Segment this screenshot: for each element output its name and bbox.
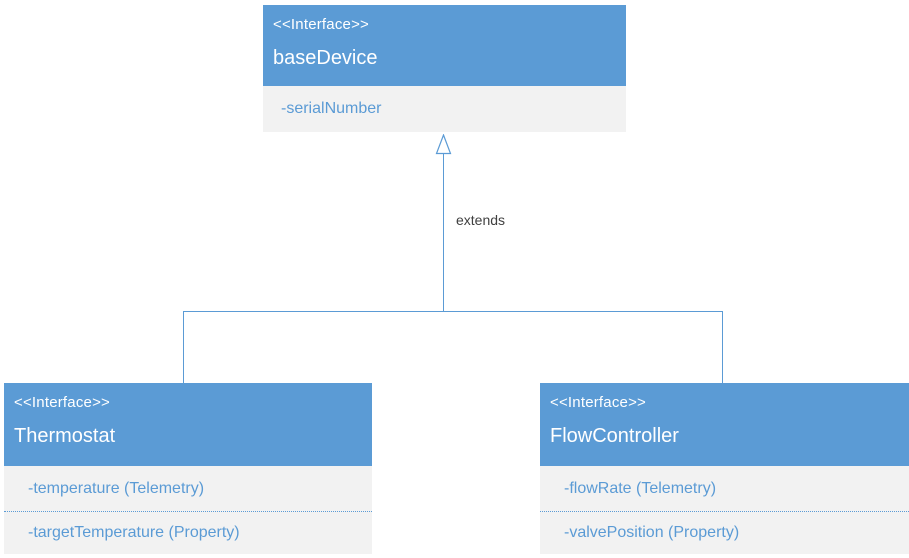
node-title: baseDevice [273,47,378,69]
inheritance-arrow-icon [435,134,452,155]
node-thermostat-header: <<Interface>> Thermostat [4,383,372,466]
node-base-device-body: -serialNumber [263,86,626,132]
connector-left-drop [183,311,184,383]
node-thermostat-body: -temperature (Telemetry) -targetTemperat… [4,466,372,554]
node-title: Thermostat [14,425,116,447]
stereotype-label: <<Interface>> [14,394,111,411]
node-title: FlowController [550,425,679,447]
attribute-serial-number: -serialNumber [281,100,382,117]
node-flow-controller-body: -flowRate (Telemetry) -valvePosition (Pr… [540,466,909,554]
connector-branch [183,311,723,312]
node-base-device[interactable]: <<Interface>> baseDevice -serialNumber [263,5,626,132]
attribute-target-temperature: -targetTemperature (Property) [28,524,240,541]
node-flow-controller-header: <<Interface>> FlowController [540,383,909,466]
attribute-valve-position: -valvePosition (Property) [564,524,740,541]
node-flow-controller[interactable]: <<Interface>> FlowController -flowRate (… [540,383,909,554]
connector-right-drop [722,311,723,383]
attribute-flow-rate: -flowRate (Telemetry) [540,466,909,512]
connector-stem [443,153,444,311]
edge-label-extends: extends [456,212,506,228]
stereotype-label: <<Interface>> [273,16,370,33]
node-base-device-header: <<Interface>> baseDevice [263,5,626,86]
attribute-temperature: -temperature (Telemetry) [4,466,372,512]
node-thermostat[interactable]: <<Interface>> Thermostat -temperature (T… [4,383,372,554]
stereotype-label: <<Interface>> [550,394,647,411]
